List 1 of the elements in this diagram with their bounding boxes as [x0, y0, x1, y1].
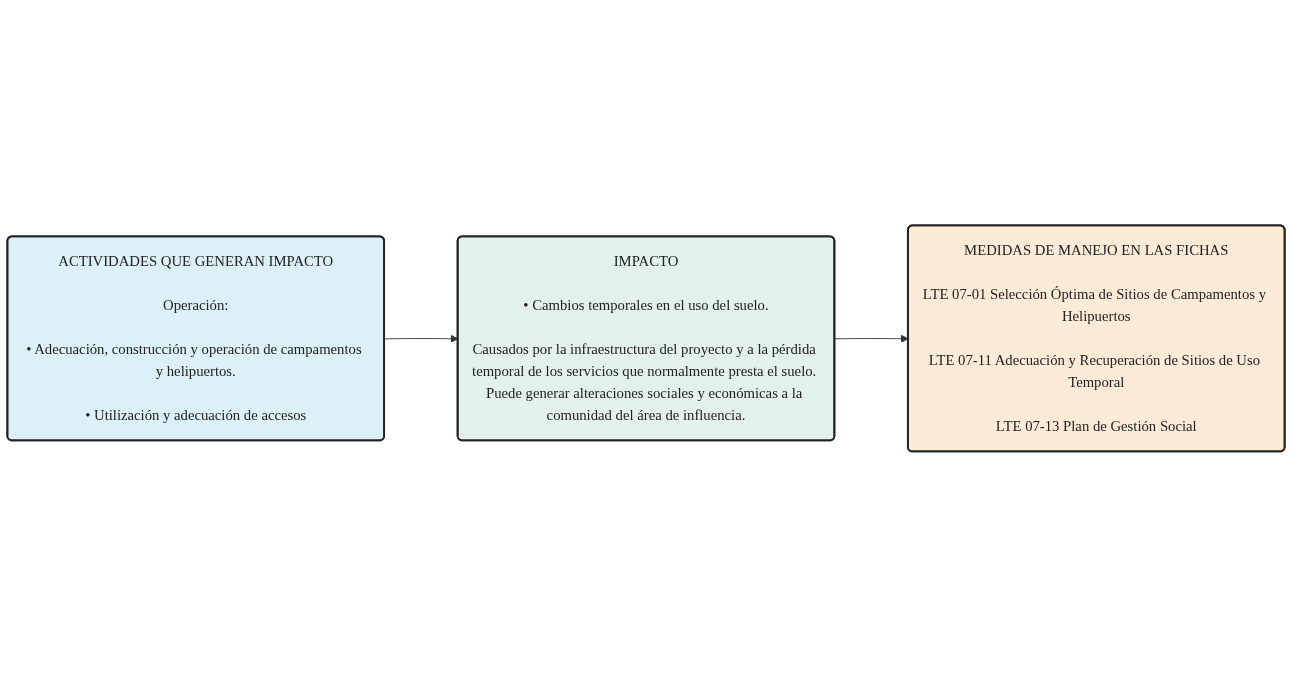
- diagram: ACTIVIDADES QUE GENERAN IMPACTO Operación: • Adecuación, construcción y operación de campamentos y helipuertos. • Utilización y adecuación de accesos IMPACTO • Cambios temporales en el uso del suelo. Causados por la infraestructura del proyecto y a la pérdida temporal de los servicios que normalmente presta el suelo. Puede generar alteraciones sociales y económicas a la comunidad del área de influencia. MEDIDAS DE MANEJO EN LAS FICHAS LTE 07-01 Selección Óptima de Sitios de Campamentos y Helipuertos LTE 07-11 Adecuación y Recuperación de Sitios de Uso Temporal LTE 07-13 Plan de Gestión Social: [0, 0, 1292, 676]
